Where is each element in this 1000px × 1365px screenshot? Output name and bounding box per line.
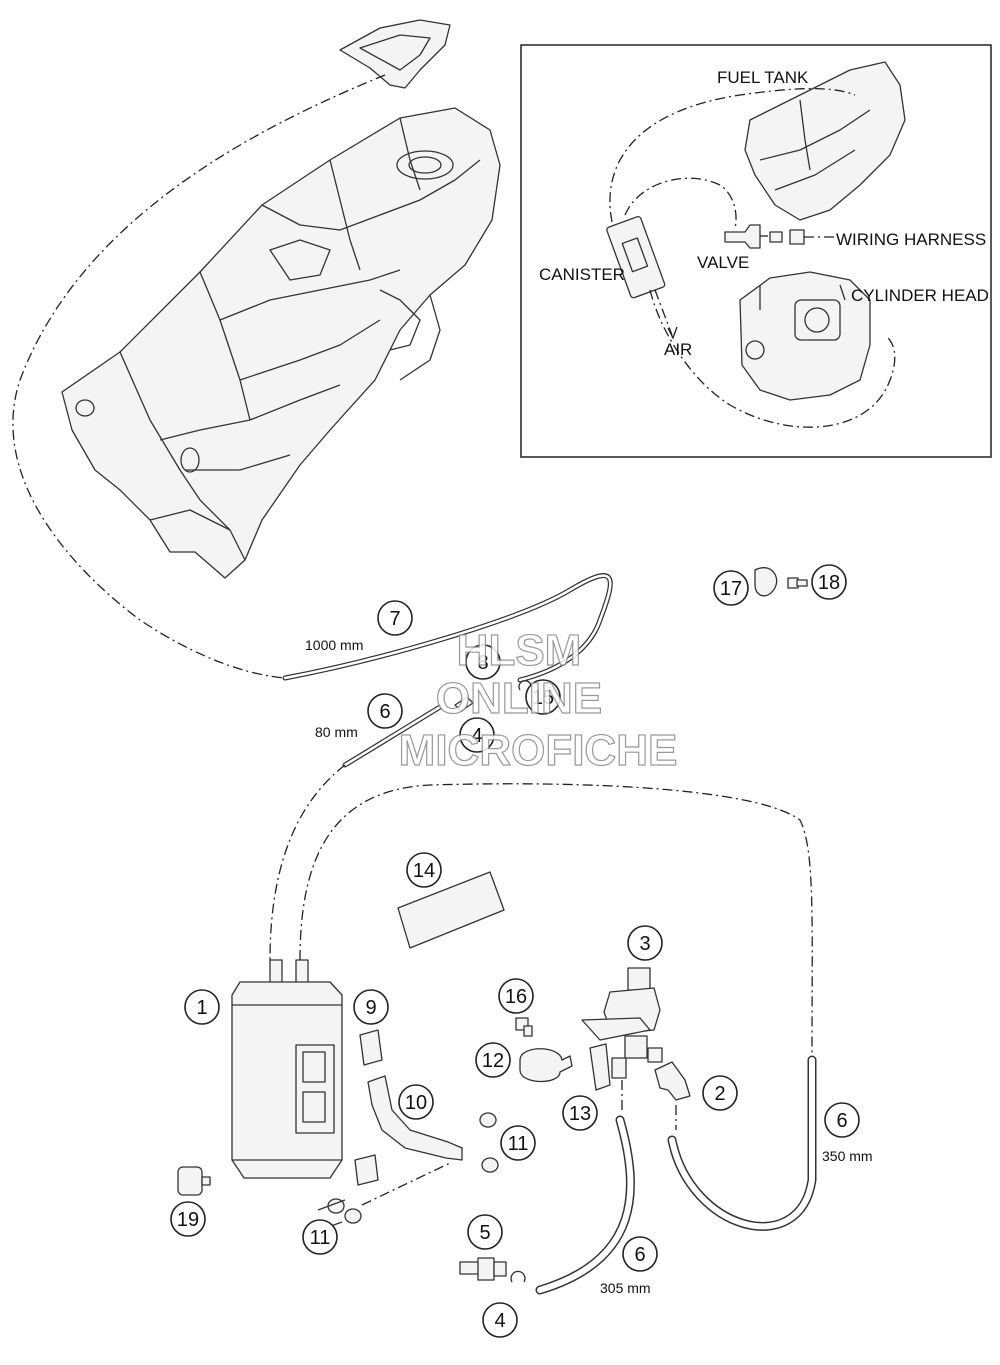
callout-10: 10 [398,1084,434,1120]
svg-text:2: 2 [714,1083,725,1105]
bracket-13 [589,1043,611,1091]
dimension-305mm: 305 mm [600,1280,651,1296]
svg-text:MICROFICHE: MICROFICHE [399,726,678,775]
callout-11-right: 11 [500,1125,536,1161]
callout-18: 18 [811,564,847,600]
watermark: HLSM ONLINE MICROFICHE [398,625,678,775]
screw-18 [787,577,808,589]
callout-6-upper: 6 [367,693,403,729]
callout-1: 1 [184,989,220,1025]
svg-text:11: 11 [508,1133,529,1155]
svg-text:6: 6 [836,1110,847,1132]
adhesive-pad-14 [397,871,505,949]
svg-text:18: 18 [818,572,840,594]
callout-6-lower: 6 [622,1236,658,1272]
callout-5: 5 [467,1214,503,1250]
svg-text:6: 6 [634,1244,645,1266]
clip-9 [359,1029,383,1066]
callout-2: 2 [702,1075,738,1111]
callout-9: 9 [353,989,389,1025]
hose-6-305mm [535,1115,635,1295]
tank-link-line [12,74,386,679]
svg-text:17: 17 [720,578,742,600]
cylinder-head-label: CYLINDER HEAD [851,286,989,305]
callout-13: 13 [562,1095,598,1131]
clamp-12 [519,1048,573,1083]
callout-19: 19 [170,1201,206,1237]
connector-2 [654,1061,691,1101]
svg-text:3: 3 [639,933,650,955]
svg-text:10: 10 [405,1092,427,1114]
svg-text:7: 7 [389,608,400,630]
wiring-harness-label: WIRING HARNESS [836,230,986,249]
hose-6-80mm [342,704,443,768]
canister-link-left [269,764,346,961]
callout-16: 16 [498,978,534,1014]
svg-text:1: 1 [196,997,207,1019]
svg-text:12: 12 [482,1050,504,1072]
svg-text:19: 19 [177,1209,199,1231]
callout-14: 14 [406,852,442,888]
bracket-10 [367,1075,463,1161]
clip-4-lower [510,1270,526,1283]
screws-11 [317,1112,499,1231]
callout-4-upper: 4 [459,717,495,753]
dimension-350mm: 350 mm [822,1148,873,1164]
svg-text:14: 14 [413,860,435,882]
svg-text:9: 9 [365,997,376,1019]
callout-4-lower: 4 [482,1302,518,1338]
callout-12: 12 [475,1042,511,1078]
dimension-1000mm: 1000 mm [305,637,363,653]
fuel-tank-label: FUEL TANK [717,68,809,87]
callout-17: 17 [713,570,749,606]
canister-label: CANISTER [539,265,625,284]
dimension-80mm: 80 mm [315,724,358,740]
svg-text:5: 5 [479,1222,490,1244]
svg-text:16: 16 [505,986,527,1008]
hose-7 [282,573,613,683]
callout-3: 3 [627,925,663,961]
callout-15: 15 [525,679,561,715]
callout-6-right: 6 [824,1102,860,1138]
fitting-5 [459,1257,507,1281]
svg-text:4: 4 [471,725,482,747]
inset-panel: FUEL TANK WIRING HARNESS VALVE CANISTER … [520,44,992,458]
purge-valve-3 [581,967,663,1079]
rubber-bumper-19 [177,1166,211,1196]
svg-text:4: 4 [494,1310,505,1332]
screw-link [361,1162,451,1206]
callout-11-left: 11 [302,1219,338,1255]
svg-text:ONLINE: ONLINE [436,674,602,723]
svg-text:13: 13 [569,1103,591,1125]
hose-6-350mm [667,1055,817,1231]
clip-lower [354,1154,379,1186]
connector-4-upper [454,696,474,712]
svg-text:11: 11 [310,1227,331,1249]
callout-8: 8 [465,644,501,680]
svg-text:8: 8 [477,652,488,674]
svg-text:15: 15 [532,687,554,709]
svg-text:HLSM: HLSM [457,626,582,675]
valve-link [621,1080,677,1130]
svg-text:6: 6 [379,701,390,723]
callout-7: 7 [377,600,413,636]
air-label: AIR [664,340,692,359]
clip-17 [754,567,778,597]
canister-1 [231,959,343,1179]
fuel-tank-drawing [61,19,501,579]
screw-16 [515,1017,533,1037]
valve-label: VALVE [697,253,749,272]
